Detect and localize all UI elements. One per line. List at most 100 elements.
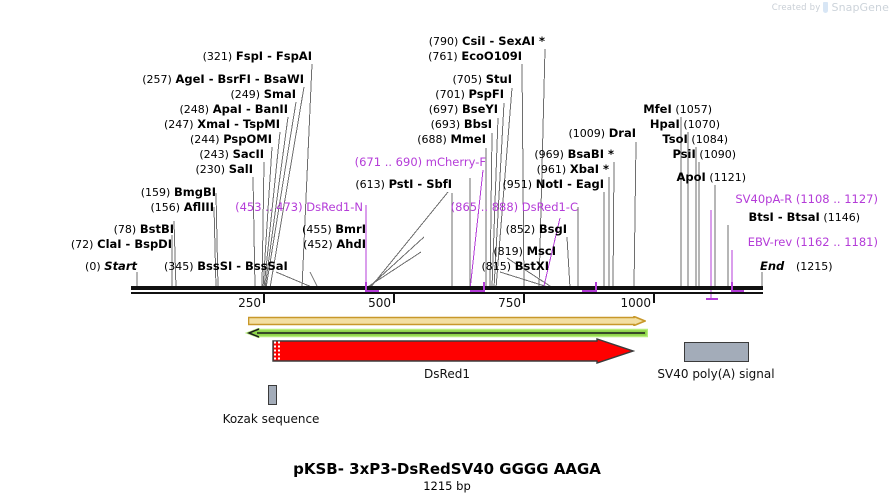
site-name-extra: - SbfI [413,177,452,191]
site-label-bbsi[interactable]: (693) BbsI [431,117,492,131]
track-primer-arrow[interactable] [245,328,648,338]
site-name: BbsI [463,117,492,131]
site-label-msci[interactable]: (819) MscI [493,244,556,258]
start-position: (0) [85,260,101,273]
site-label-mmei[interactable]: (688) MmeI [417,132,486,146]
site-label-drai[interactable]: (1009) DraI [569,126,637,140]
site-name-extra: - EagI [563,177,604,191]
site-position: (345) [164,260,194,273]
site-name: XmaI [197,117,231,131]
site-label-bsgi[interactable]: (852) BsgI [506,222,567,236]
site-name: FspI [235,49,264,63]
site-name: SalI [228,162,253,176]
feature-name: EBV-rev [747,235,793,249]
site-label-fspi[interactable]: (321) FspI - FspAI [203,49,312,63]
site-name: MscI [526,244,556,258]
site-name: XbaI * [569,162,609,176]
site-label-csii[interactable]: (790) CsiI - SexAI * [429,34,545,48]
site-label-bstbi[interactable]: (78) BstBI [114,222,174,236]
site-name: ClaI [97,237,122,251]
site-name: StuI [485,72,512,86]
site-position: (321) [202,50,233,63]
site-label-noti[interactable]: (951) NotI - EagI [503,177,604,191]
site-name: PspFI [468,87,504,101]
site-name: HpaI [649,117,680,131]
site-label-pspfi[interactable]: (701) PspFI [435,87,504,101]
site-name: EcoO109I [461,49,522,63]
site-label-bseyi[interactable]: (697) BseYI [429,102,498,116]
site-name: PspOMI [223,132,272,146]
feature-name: SV40pA-R [735,192,793,206]
site-position: (688) [417,133,447,146]
site-label-afliii[interactable]: (156) AflIII [150,200,214,214]
site-label-tsoi[interactable]: TsoI (1084) [662,132,728,146]
site-position: (244) [189,133,220,146]
site-label-bmri[interactable]: (455) BmrI [302,222,366,236]
site-label-pspomi[interactable]: (244) PspOMI [190,132,272,146]
feature-range: (1108 .. 1127) [795,192,878,206]
site-label-ahdi[interactable]: (452) AhdI [303,237,366,251]
site-label-btsi[interactable]: BtsI - BtsaI (1146) [748,210,860,224]
site-label-hpai[interactable]: HpaI (1070) [650,117,720,131]
snapgene-logo-icon [823,2,829,13]
site-label-bstxi[interactable]: (815) BstXI [481,259,549,273]
site-position: (159) [140,186,171,199]
track-label-sv40-polya: SV40 poly(A) signal [657,367,775,381]
feature-label-ebv-rev[interactable]: EBV-rev (1162 .. 1181) [748,235,878,249]
axis-tick-1000 [653,294,655,303]
site-position: (455) [302,223,332,236]
site-name-extra: - BsrFI - BsaWI [204,72,304,86]
site-label-mfei[interactable]: MfeI (1057) [643,102,712,116]
feature-label-sv40pa-r[interactable]: SV40pA-R (1108 .. 1127) [735,192,878,206]
site-position: (247) [163,118,194,131]
site-name: BssSI [197,259,233,273]
site-position: (249) [230,88,261,101]
site-name: BstXI [514,259,549,273]
site-label-sacii[interactable]: (243) SacII [199,147,264,161]
site-label-bsabi[interactable]: (969) BsaBI * [534,147,614,161]
start-label[interactable]: (0) Start [85,259,137,273]
site-name: AhdI [336,237,366,251]
site-position: (815) [481,260,512,273]
feature-label-dsred1-n[interactable]: (453 .. 473) DsRed1-N [235,200,363,214]
track-kozak-box[interactable] [268,385,277,405]
site-label-apai[interactable]: (248) ApaI - BanII [180,102,288,116]
axis-label-750: 750 [498,296,521,310]
start-name: Start [104,259,137,273]
site-name: SacII [232,147,264,161]
site-name: DraI [608,126,636,140]
site-label-xbai[interactable]: (961) XbaI * [537,162,609,176]
site-name: PsiI [672,147,696,161]
site-name: CsiI [462,34,486,48]
axis-label-500: 500 [368,296,391,310]
track-sv40-polya-box[interactable] [684,342,749,362]
site-label-psti[interactable]: (613) PstI - SbfI [355,177,452,191]
site-label-xmai[interactable]: (247) XmaI - TspMI [164,117,280,131]
site-label-smai[interactable]: (249) SmaI [230,87,296,101]
site-label-ecoo109i[interactable]: (761) EcoO109I [428,49,522,63]
site-label-agei[interactable]: (257) AgeI - BsrFI - BsaWI [142,72,304,86]
site-position: (961) [536,163,567,176]
feature-label-dsred1-c[interactable]: (865 .. 888) DsRed1-C [451,200,578,214]
axis-tick-250 [263,294,265,303]
track-cds-dsred1[interactable] [272,338,635,364]
site-name-extra: - BanII [241,102,288,116]
site-label-stui[interactable]: (705) StuI [453,72,513,86]
site-position: (1009) [568,127,606,140]
site-position: (951) [502,178,533,191]
track-promoter-arrow[interactable] [248,316,646,326]
end-label[interactable]: End (1215) [760,259,833,273]
site-position: (1090) [699,148,736,161]
site-label-psii[interactable]: PsiI (1090) [672,147,736,161]
feature-brackets [365,282,744,300]
site-label-bsssi[interactable]: (345) BssSI - BssSaI [164,259,288,273]
site-label-apoi[interactable]: ApoI (1121) [676,170,746,184]
site-name: TsoI [662,132,688,146]
site-label-sali[interactable]: (230) SalI [195,162,253,176]
site-position: (1057) [675,103,712,116]
site-label-clai[interactable]: (72) ClaI - BspDI [71,237,172,251]
watermark-brand: SnapGene [831,1,889,14]
feature-label-mcherry-f[interactable]: (671 .. 690) mCherry-F [355,155,486,169]
site-label-bmgbi[interactable]: (159) BmgBI [141,185,216,199]
